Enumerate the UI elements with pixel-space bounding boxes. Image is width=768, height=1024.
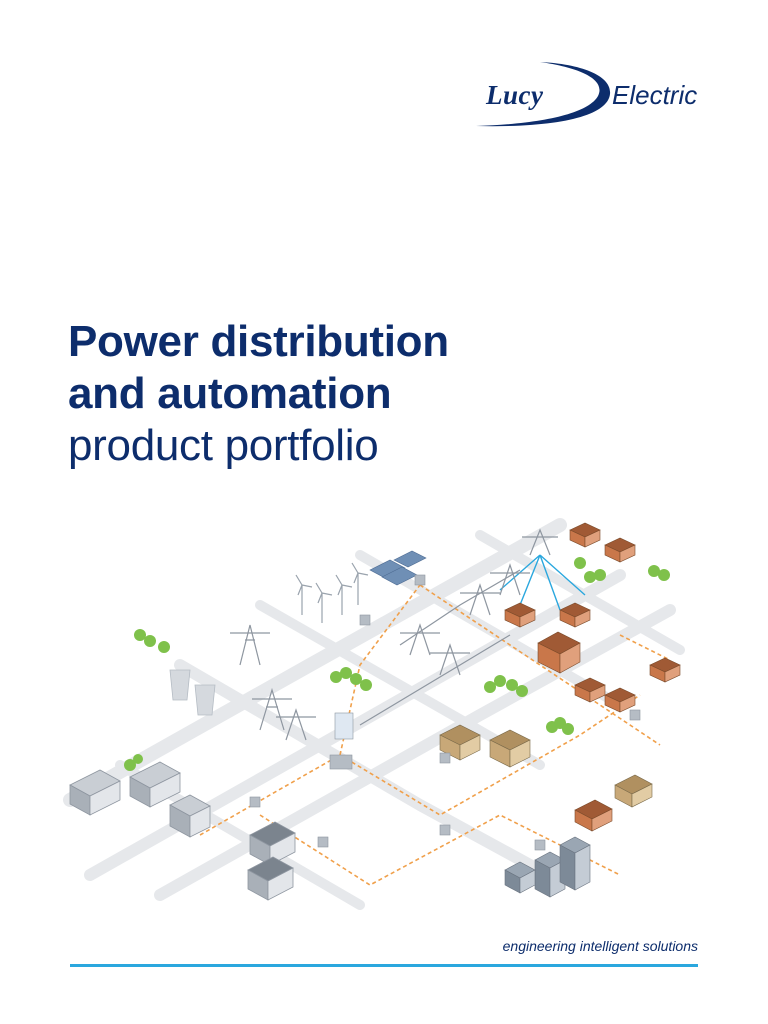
company-logo: Lucy Electric xyxy=(470,58,710,138)
footer-divider xyxy=(70,964,698,967)
logo-wordmark-lucy: Lucy xyxy=(486,80,544,110)
logo-wordmark-electric: Electric xyxy=(612,80,698,110)
smart-grid-illustration-icon xyxy=(63,518,685,910)
tagline: engineering intelligent solutions xyxy=(502,938,698,954)
cover-title-block: Power distribution and automation produc… xyxy=(68,316,449,472)
title-line-2: and automation xyxy=(68,369,392,418)
grid-illustration xyxy=(60,515,700,920)
title-line-1: Power distribution xyxy=(68,317,449,366)
subtitle: product portfolio xyxy=(68,421,379,470)
